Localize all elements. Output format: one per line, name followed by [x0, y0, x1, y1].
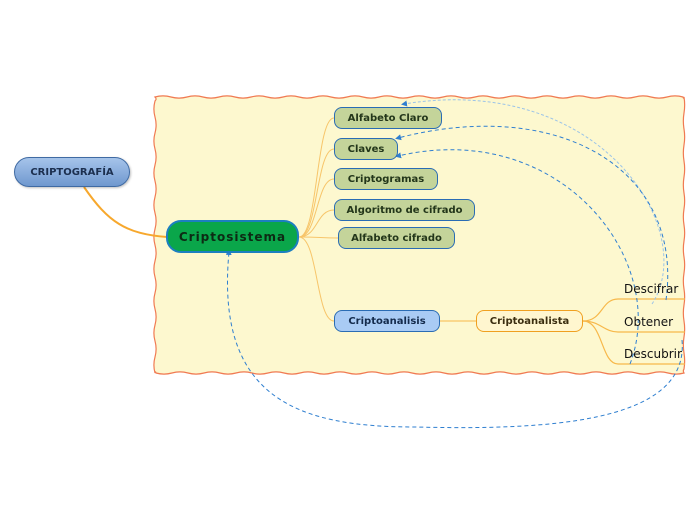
action-connectors: [582, 298, 685, 365]
topic-alfabeto-cifrado[interactable]: Alfabeto cifrado: [338, 227, 455, 249]
component-connectors: [298, 117, 339, 322]
topic-criptoanalisis[interactable]: Criptoanalisis: [334, 310, 440, 332]
central-topic-criptosistema[interactable]: Criptosistema: [166, 220, 299, 253]
topic-criptogramas[interactable]: Criptogramas: [334, 168, 438, 190]
leaf-descubrir[interactable]: Descubrir: [624, 347, 682, 361]
topic-algoritmo-de-cifrado[interactable]: Algoritmo de cifrado: [334, 199, 475, 221]
topic-alfabeto-claro[interactable]: Alfabeto Claro: [334, 107, 442, 129]
relation-descifrar-to-claves: [395, 125, 669, 301]
leaf-obtener[interactable]: Obtener: [624, 315, 674, 329]
relation-descubrir-to-criptosistema: [225, 249, 683, 429]
topic-claves[interactable]: Claves: [334, 138, 398, 160]
relation-obtener-to-claves: [395, 149, 639, 365]
relation-descubrir-to-alfabeto-claro: [401, 99, 665, 305]
topic-criptoanalista[interactable]: Criptoanalista: [476, 310, 583, 332]
leaf-descifrar[interactable]: Descifrar: [624, 282, 679, 296]
connector-root-to-central: [83, 186, 168, 238]
relationship-arrows: [225, 99, 683, 429]
root-topic-criptografia[interactable]: CRIPTOGRAFÍA: [14, 157, 130, 187]
